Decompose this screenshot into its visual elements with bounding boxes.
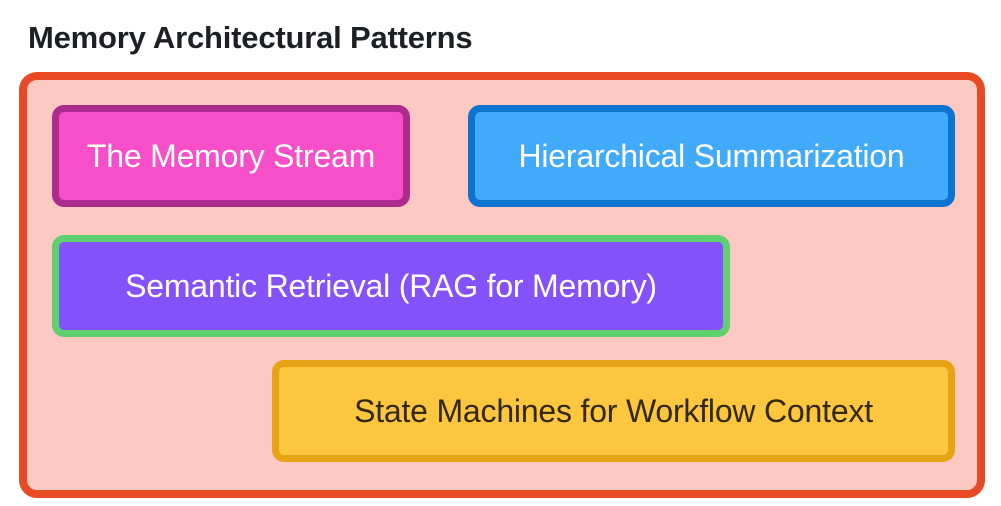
box-hierarchical-summarization: Hierarchical Summarization (468, 105, 955, 207)
box-state-machines-label: State Machines for Workflow Context (354, 393, 873, 429)
diagram-title: Memory Architectural Patterns (28, 20, 473, 55)
patterns-container: The Memory Stream Hierarchical Summariza… (19, 72, 985, 498)
box-state-machines: State Machines for Workflow Context (272, 360, 955, 462)
box-semantic-retrieval: Semantic Retrieval (RAG for Memory) (52, 235, 730, 337)
box-memory-stream: The Memory Stream (52, 105, 410, 207)
box-semantic-retrieval-label: Semantic Retrieval (RAG for Memory) (125, 268, 657, 304)
box-hierarchical-summarization-label: Hierarchical Summarization (518, 138, 905, 174)
box-memory-stream-label: The Memory Stream (86, 138, 376, 174)
